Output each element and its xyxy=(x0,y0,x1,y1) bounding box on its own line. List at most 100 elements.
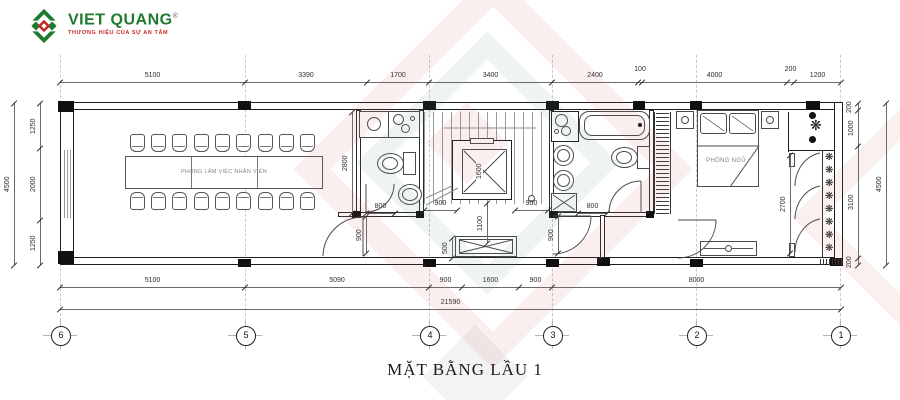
brand-logo: VIET QUANG® THƯƠNG HIỆU CỦA SỰ AN TÂM xyxy=(26,8,178,44)
dim-label: 200 xyxy=(784,66,797,73)
dim-label: 2700 xyxy=(780,196,787,212)
sink-bowl xyxy=(367,117,381,131)
dim-label: 100 xyxy=(634,66,646,73)
wash-basin-inner xyxy=(402,188,418,201)
plant-icon: ❋ xyxy=(825,243,834,254)
dim-line xyxy=(558,216,559,253)
dim-label: 1200 xyxy=(809,72,826,79)
plant-icon: ❋ xyxy=(825,217,834,228)
dim-line xyxy=(366,216,367,253)
column xyxy=(597,258,610,266)
dim-label: 900 xyxy=(434,200,447,207)
sink-bowl xyxy=(393,114,404,125)
grid-bubble: 5 xyxy=(236,326,256,346)
faucet-dot xyxy=(410,116,415,121)
column xyxy=(58,101,74,112)
chair xyxy=(236,134,251,152)
column xyxy=(806,101,820,110)
column xyxy=(690,259,703,267)
toilet-tank xyxy=(403,152,416,175)
floor-drain xyxy=(528,195,535,202)
plant-icon: ❋ xyxy=(825,230,834,241)
drawing-title: MẶT BẰNG LẦU 1 xyxy=(387,360,543,379)
dim-label: 900 xyxy=(529,277,542,284)
wall-hall-bedroom xyxy=(600,215,605,258)
chair xyxy=(279,134,294,152)
dim-label: 2800 xyxy=(342,154,349,171)
grid-bubble: 6 xyxy=(51,326,71,346)
column xyxy=(423,101,436,110)
dim-line xyxy=(424,210,457,211)
dim-label: 200 xyxy=(846,255,853,268)
planter-pot xyxy=(809,112,816,119)
brand-tagline: THƯƠNG HIỆU CỦA SỰ AN TÂM xyxy=(68,30,169,37)
dim-line xyxy=(40,103,41,265)
registered-mark: ® xyxy=(172,13,179,20)
dresser-knob xyxy=(725,245,732,252)
brand-mark-icon xyxy=(31,8,57,44)
elevator-door xyxy=(470,138,494,144)
column xyxy=(238,101,251,110)
dim-line xyxy=(487,203,488,243)
window-left xyxy=(70,150,71,218)
dim-line xyxy=(452,238,453,258)
dim-label: 5100 xyxy=(144,277,161,284)
dim-label: 900 xyxy=(439,277,452,284)
nightstand-lamp xyxy=(681,116,689,124)
plant-icon: ❋ xyxy=(825,165,834,176)
wall-end xyxy=(416,211,424,218)
wardrobe-hatch xyxy=(656,112,669,214)
dim-label: 4500 xyxy=(876,176,883,192)
nightstand-lamp xyxy=(766,116,774,124)
dim-label: 900 xyxy=(356,228,363,241)
plant-icon: ❋ xyxy=(825,191,834,202)
brand-name: VIET QUANG® xyxy=(68,11,179,29)
chair xyxy=(215,134,230,152)
dim-label: 800 xyxy=(586,203,599,210)
faucet-dot xyxy=(554,129,559,134)
dim-line xyxy=(60,287,841,288)
dim-label: 8000 xyxy=(688,277,705,284)
column xyxy=(58,251,74,264)
wall-end xyxy=(549,211,558,218)
folding-door-post xyxy=(789,153,795,167)
dim-line xyxy=(578,213,607,214)
plant-icon: ❋ xyxy=(825,204,834,215)
counter-divider xyxy=(388,112,389,137)
dim-label: 3400 xyxy=(482,72,499,79)
chair xyxy=(300,134,315,152)
column xyxy=(690,101,702,110)
grid-axis-line xyxy=(245,55,246,326)
dim-label: 900 xyxy=(525,200,538,207)
wall-end xyxy=(646,211,654,218)
dim-label: 5090 xyxy=(329,277,345,284)
plant-icon: ❋ xyxy=(825,178,834,189)
toilet-bowl-inner xyxy=(382,157,398,170)
grid-bubble: 2 xyxy=(687,326,707,346)
dim-line xyxy=(60,309,841,310)
toilet-tank xyxy=(637,146,650,169)
plant-icon: ❋ xyxy=(810,117,822,133)
plant-icon: ❋ xyxy=(825,152,834,163)
grid-bubble: 1 xyxy=(831,326,851,346)
wardrobe-edge xyxy=(670,112,671,214)
chair xyxy=(130,134,145,152)
dim-label: 1700 xyxy=(390,72,406,79)
balcony-wall xyxy=(788,112,789,152)
balcony-rail xyxy=(822,150,823,258)
toilet-bowl-inner xyxy=(616,151,632,164)
dim-label: 5100 xyxy=(144,72,161,79)
table-divider xyxy=(257,157,258,188)
chair xyxy=(151,134,166,152)
window-left xyxy=(64,150,65,218)
dim-label: 1600 xyxy=(482,277,499,284)
dim-label: 2000 xyxy=(30,176,37,192)
dim-label: 4000 xyxy=(706,72,723,79)
grid-axis-line xyxy=(696,55,697,326)
chair xyxy=(194,134,209,152)
table-divider xyxy=(191,157,192,188)
meeting-table xyxy=(125,156,323,189)
dim-line xyxy=(858,103,859,265)
folding-door-post xyxy=(789,243,795,257)
